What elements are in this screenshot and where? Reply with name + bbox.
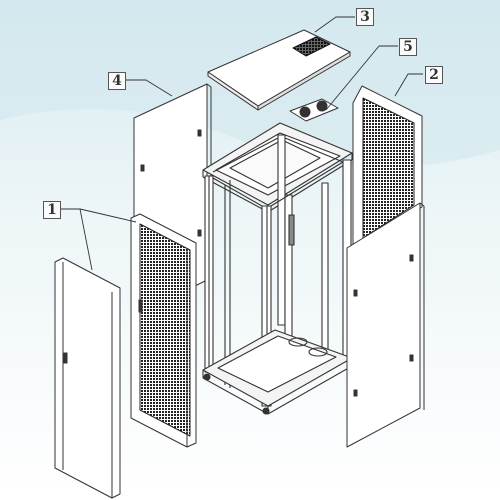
callout-4: 4 — [108, 72, 126, 90]
leader-lines — [61, 16, 423, 271]
callout-3: 3 — [356, 8, 374, 26]
top-cover-vent — [292, 36, 331, 57]
callout-1: 1 — [43, 201, 61, 219]
callout-5: 5 — [399, 38, 417, 56]
callout-2: 2 — [425, 66, 443, 84]
top-cover — [207, 29, 351, 111]
fan-plate — [289, 98, 339, 122]
rear-mesh-door — [352, 85, 423, 249]
fan-icon — [299, 106, 311, 118]
caster-icon — [262, 407, 270, 415]
front-mesh-door — [130, 213, 197, 448]
caster-icon — [203, 373, 211, 381]
fan-icon — [316, 100, 328, 112]
right-side-panel — [346, 202, 425, 448]
front-plain-door — [54, 257, 121, 499]
